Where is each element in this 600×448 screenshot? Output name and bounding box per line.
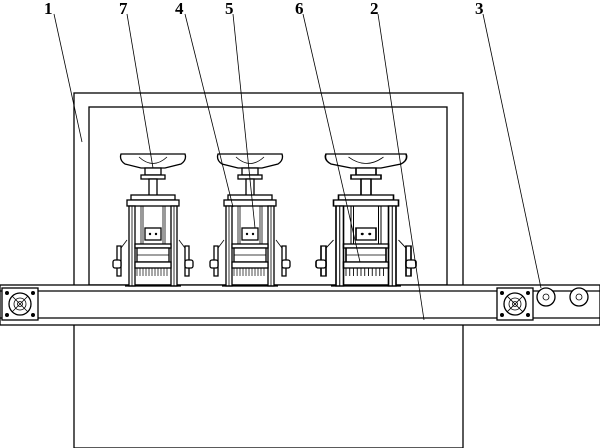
callout-labels: 1 7 4 5 6 2 3 xyxy=(44,0,484,18)
leader-lines xyxy=(53,13,542,321)
roller-pair xyxy=(536,287,589,307)
callout-4: 4 xyxy=(175,0,184,18)
callout-6: 6 xyxy=(295,0,304,18)
callout-3: 3 xyxy=(475,0,484,18)
callout-7: 7 xyxy=(119,0,128,18)
right-drive-box xyxy=(496,287,534,321)
press-unit-right xyxy=(315,153,417,287)
callout-5: 5 xyxy=(225,0,234,18)
left-drive-box xyxy=(1,287,39,321)
press-unit-middle xyxy=(209,153,291,287)
callout-2: 2 xyxy=(370,0,379,18)
press-unit-left xyxy=(112,153,194,287)
callout-1: 1 xyxy=(44,0,53,18)
